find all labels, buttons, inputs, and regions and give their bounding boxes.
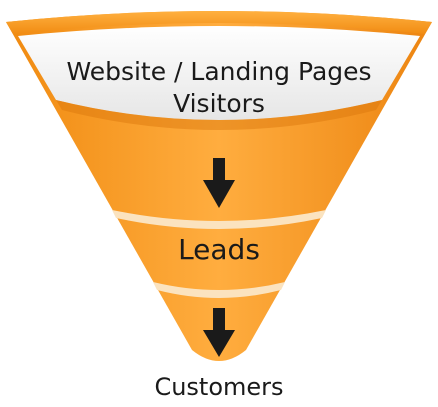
stage-label-line: Website / Landing Pages [66, 57, 372, 86]
down-arrow-icon [203, 308, 235, 357]
stage-label-line: Visitors [173, 89, 265, 118]
down-arrow-icon [203, 158, 235, 208]
stage-label-visitors: Website / Landing Pages Visitors [0, 56, 438, 120]
funnel-rim [6, 11, 432, 34]
stage-label-leads: Leads [178, 233, 260, 266]
stage-label-customers: Customers [154, 373, 284, 401]
funnel-top-band [18, 26, 420, 120]
funnel-separator-1 [112, 210, 326, 229]
funnel-top-shadow [56, 100, 382, 130]
funnel-separator-2 [153, 282, 285, 298]
